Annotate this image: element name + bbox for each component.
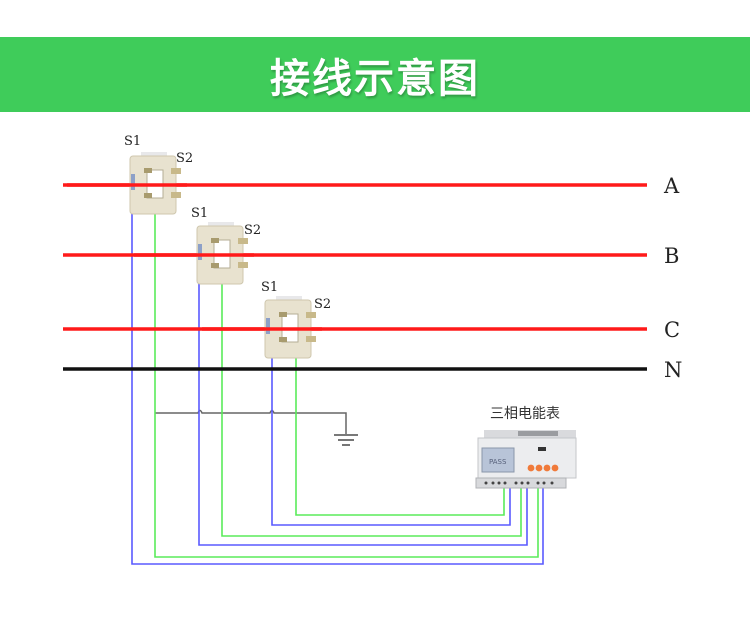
current-transformer-c — [202, 296, 322, 359]
wire-ct-b-s1 — [198, 262, 528, 546]
ct-b-s1-label: S1 — [191, 206, 208, 221]
wire-ct-b-s2 — [221, 280, 522, 537]
ground-wire — [155, 409, 358, 446]
meter-display-text: PASS — [489, 458, 507, 466]
ct-c-s2-label: S2 — [314, 297, 331, 312]
phase-label-n: N — [664, 358, 682, 382]
ct-c-s1-label: S1 — [261, 280, 278, 295]
ct-a-s2-label: S2 — [176, 151, 193, 166]
phase-label-b: B — [664, 244, 679, 268]
phase-label-a: A — [663, 174, 680, 198]
ground-icon — [334, 434, 358, 446]
wire-ct-a-s2 — [154, 210, 539, 558]
ct-b-s2-label: S2 — [244, 223, 261, 238]
current-transformer-b — [134, 222, 254, 285]
phase-label-c: C — [664, 318, 680, 342]
ct-a-s1-label: S1 — [124, 134, 141, 149]
wire-ct-a-s1 — [131, 190, 544, 565]
wire-ct-c-s1 — [271, 335, 511, 526]
meter-label: 三相电能表 — [490, 406, 560, 422]
wire-ct-c-s2 — [295, 352, 505, 516]
secondary-wires — [131, 190, 544, 565]
three-phase-energy-meter: PASS — [475, 430, 577, 489]
title-banner: 接线示意图 — [0, 37, 750, 112]
current-transformer-a — [67, 152, 187, 215]
page-title: 接线示意图 — [270, 55, 480, 102]
